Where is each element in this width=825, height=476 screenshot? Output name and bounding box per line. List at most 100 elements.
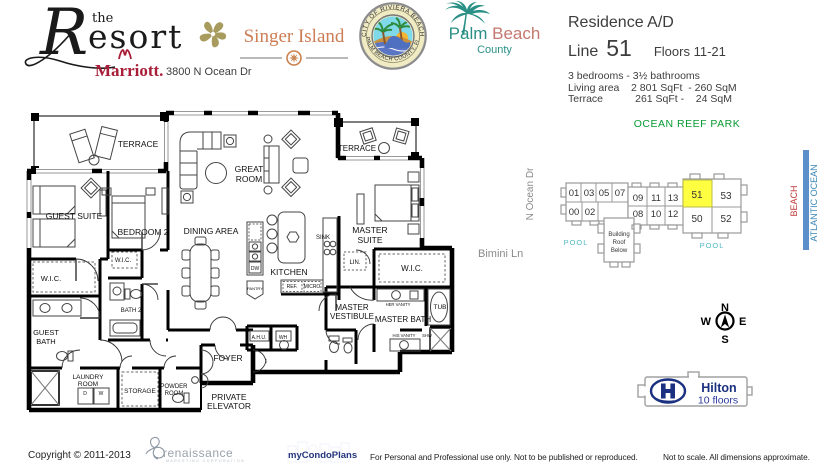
singer-island-logo: Singer Island bbox=[238, 26, 350, 72]
use-note-text: For Personal and Professional use only. … bbox=[370, 451, 638, 462]
label-master-vestibule-1: MASTER bbox=[335, 303, 369, 312]
label-shw: SHW bbox=[422, 333, 432, 338]
hilton-floors: 10 floors bbox=[698, 395, 738, 407]
site-unit-01: 01 bbox=[569, 188, 580, 199]
site-unit-07: 07 bbox=[615, 188, 626, 199]
bedrooms-line: 3 bedrooms - 3½ bathrooms bbox=[568, 70, 700, 82]
palm-tree-icon bbox=[445, 1, 490, 34]
residence-title: Residence A/D bbox=[568, 14, 674, 31]
roof-note-2: Roof bbox=[613, 240, 626, 246]
label-foyer: FOYER bbox=[213, 353, 242, 363]
label-ahu: A.H.U. bbox=[252, 335, 267, 341]
room-labels: TERRACE TERRACE GUEST SUITE BEDROOM 2 GR… bbox=[33, 139, 446, 411]
label-storage: STORAGE bbox=[124, 388, 156, 395]
label-great-room-2: ROOM bbox=[236, 174, 262, 184]
compass-e: E bbox=[739, 316, 746, 328]
marriott-m-icon bbox=[118, 49, 132, 60]
living-area-line: Living area 2 801 SqFt - 260 SqM bbox=[568, 81, 737, 94]
label-dw: DW bbox=[251, 266, 260, 272]
hilton-box: Hilton 10 floors bbox=[637, 371, 753, 407]
label-his-vanity: HIS VANITY bbox=[393, 333, 416, 338]
site-unit-02: 02 bbox=[585, 207, 596, 218]
label-bedroom2: BEDROOM 2 bbox=[117, 227, 168, 237]
roof-note-3: Below bbox=[611, 248, 628, 254]
terrace-line: Terrace 261 SqFt - 24 SqM bbox=[568, 93, 732, 105]
residence-info: Residence A/D Line 51 Floors 11-21 3 bed… bbox=[568, 14, 737, 106]
compass: N S W E bbox=[701, 302, 747, 346]
site-unit-51-highlight bbox=[682, 179, 713, 208]
label-master-suite-2: SUITE bbox=[357, 235, 382, 245]
label-micro: MICRO bbox=[304, 284, 321, 290]
label-sink: SINK bbox=[316, 235, 330, 241]
address-text: 3800 N Ocean Dr bbox=[166, 66, 252, 78]
site-plan: OCEAN REEF PARK N Ocean Dr Bimini Ln bbox=[478, 118, 819, 407]
compass-s: S bbox=[721, 334, 728, 346]
site-unit-52: 52 bbox=[720, 214, 732, 225]
site-unit-10: 10 bbox=[651, 209, 662, 220]
site-unit-08: 08 bbox=[633, 209, 644, 220]
label-guest-bath-2: BATH bbox=[36, 337, 55, 346]
mycondoplans-text: myCondoPlans bbox=[288, 450, 358, 461]
roof-note: Building Roof Below bbox=[608, 232, 629, 254]
label-wh: WH bbox=[279, 335, 288, 341]
site-unit-12: 12 bbox=[668, 209, 679, 220]
floors-label: Floors 11-21 bbox=[653, 44, 726, 59]
palm-beach-county-logo: Palm Beach County bbox=[437, 24, 552, 56]
site-unit-05: 05 bbox=[599, 188, 610, 199]
label-terrace-left: TERRACE bbox=[118, 139, 159, 149]
singer-island-text: Singer Island bbox=[243, 26, 345, 47]
beach-label: BEACH bbox=[789, 185, 799, 216]
site-unit-09: 09 bbox=[633, 193, 644, 204]
label-w: W bbox=[99, 391, 104, 397]
n-ocean-dr-label: N Ocean Dr bbox=[525, 167, 536, 220]
resort-flourish bbox=[24, 31, 116, 69]
label-great-room-1: GREAT bbox=[235, 164, 264, 174]
resort-the: the bbox=[92, 11, 114, 26]
palm-text: Palm bbox=[448, 24, 488, 43]
atlantic-ocean-label: ATLANTIC OCEAN bbox=[809, 164, 819, 241]
label-guest-bath-1: GUEST bbox=[33, 328, 59, 337]
label-master-suite-1: MASTER bbox=[352, 225, 387, 235]
site-unit-13: 13 bbox=[668, 193, 679, 204]
label-tub: TUB bbox=[434, 304, 447, 311]
label-terrace-right: TERRACE bbox=[338, 144, 376, 153]
label-laundry-2: ROOM bbox=[78, 381, 98, 388]
scale-note-text: Not to scale. All dimensions approximate… bbox=[663, 451, 810, 462]
mycondoplans-skyline bbox=[287, 441, 350, 463]
label-dining-area: DINING AREA bbox=[184, 226, 239, 236]
renaissance-subtext: MARKETING CORPORATION bbox=[166, 459, 246, 463]
line-number: 51 bbox=[606, 35, 632, 61]
label-powder-1: POWDER bbox=[161, 384, 189, 390]
line-label: Line bbox=[568, 43, 599, 60]
ocean-reef-park-label: OCEAN REEF PARK bbox=[634, 118, 741, 130]
riviera-beach-seal: CITY OF RIVIERA BEACH PALM BEACH COUNTY,… bbox=[359, 2, 427, 70]
label-pantry: PANTRY bbox=[247, 286, 263, 291]
site-unit-51: 51 bbox=[691, 190, 703, 201]
shoreline-bar bbox=[803, 150, 809, 250]
interior-walls bbox=[29, 171, 452, 410]
hilton-name: Hilton bbox=[701, 381, 736, 395]
marriott-wordmark: Marriott. bbox=[95, 61, 164, 80]
compass-w: W bbox=[701, 316, 712, 328]
floor-plan: TERRACE TERRACE GUEST SUITE BEDROOM 2 GR… bbox=[26, 110, 455, 413]
county-text: County bbox=[477, 44, 512, 56]
label-wic-bed2: W.I.C. bbox=[115, 258, 132, 264]
label-her-vanity: HER VANITY bbox=[386, 302, 411, 307]
label-laundry-1: LAUNDRY bbox=[73, 374, 105, 381]
resort-logo: the R esort Marriott. 3800 N Ocean Dr bbox=[0, 0, 260, 90]
copyright-text: Copyright © 2011-2013 bbox=[28, 450, 131, 461]
label-master-bath: MASTER BATH bbox=[375, 315, 432, 324]
site-unit-50: 50 bbox=[691, 214, 703, 225]
resort-name: esort bbox=[88, 17, 184, 56]
label-private-elevator-1: PRIVATE bbox=[211, 392, 246, 402]
label-wic-guest: W.I.C. bbox=[41, 274, 61, 283]
site-unit-53: 53 bbox=[720, 191, 732, 202]
floor-plan-drawing bbox=[26, 110, 455, 413]
label-master-vestibule-2: VESTIBULE bbox=[330, 312, 374, 321]
label-ref: REF. bbox=[287, 284, 298, 290]
furniture bbox=[30, 125, 452, 407]
label-private-elevator-2: ELEVATOR bbox=[207, 401, 251, 411]
bimini-ln-label: Bimini Ln bbox=[478, 248, 523, 260]
label-powder-2: ROOM bbox=[165, 391, 184, 397]
pool-right-label: POOL bbox=[700, 241, 725, 250]
